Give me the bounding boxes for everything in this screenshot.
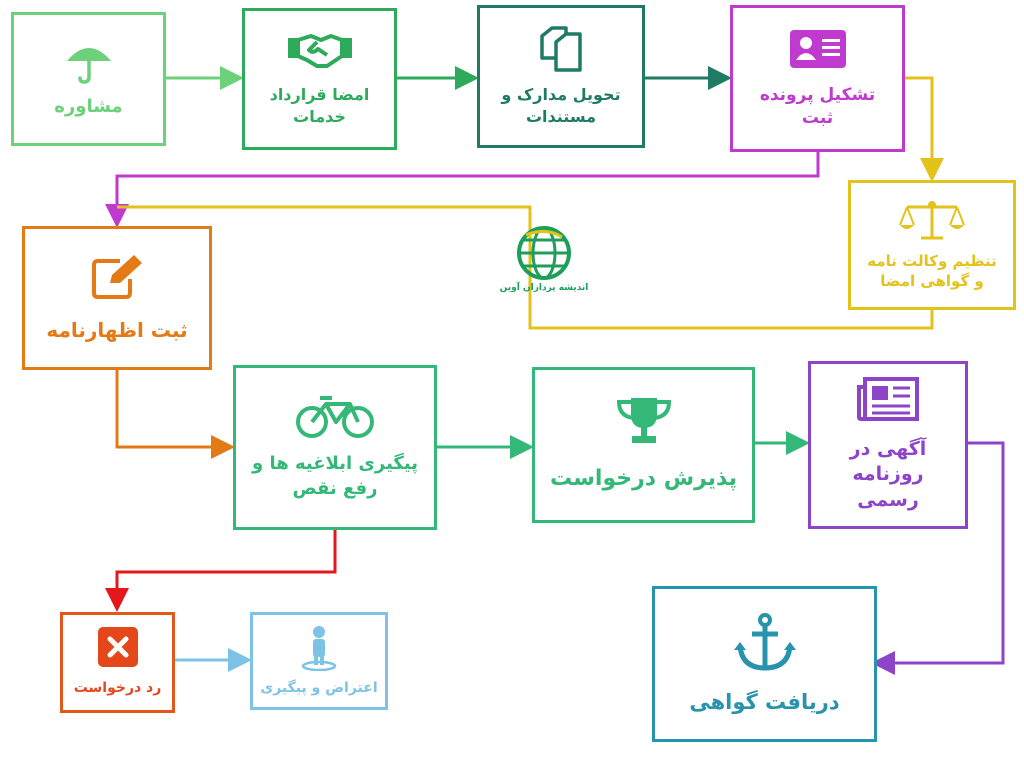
link-file-declaration — [105, 152, 820, 228]
logo: اندیشه پردازان آوین — [494, 225, 594, 305]
node-consult[interactable]: مشاوره — [11, 12, 166, 146]
node-power-label: تنظیم وکالت نامه و گواهی امضا — [867, 251, 997, 290]
bicycle-icon — [296, 396, 374, 439]
node-objection-label: اعتراض و پیگیری — [260, 679, 378, 696]
balance-scale-icon — [899, 200, 965, 240]
node-contract[interactable]: امضا قرارداد خدمات — [242, 8, 397, 150]
edit-icon — [92, 254, 142, 299]
copy-documents-icon — [540, 26, 582, 72]
newspaper-icon — [857, 376, 919, 421]
close-icon — [97, 627, 138, 668]
link-gazette-certificate — [871, 441, 1005, 675]
trophy-icon — [616, 398, 671, 444]
globe-logo-icon — [517, 226, 571, 280]
node-consult-label: مشاوره — [54, 95, 123, 117]
node-documents-label: تحویل مدارک و مستندات — [501, 84, 621, 126]
node-contract-label: امضا قرارداد خدمات — [269, 85, 370, 126]
node-file-label: تشکیل پرونده ثبت — [759, 84, 876, 128]
link-declaration-followup — [115, 370, 235, 459]
link-file-power — [905, 76, 944, 182]
id-card-icon — [789, 29, 846, 68]
node-file[interactable]: تشکیل پرونده ثبت — [730, 5, 905, 152]
node-declaration[interactable]: ثبت اظهارنامه — [22, 226, 212, 370]
node-power[interactable]: تنظیم وکالت نامه و گواهی امضا — [848, 180, 1016, 310]
node-documents[interactable]: تحویل مدارک و مستندات — [477, 5, 645, 148]
handshake-icon — [287, 34, 352, 69]
logo-caption: اندیشه پردازان آوین — [499, 283, 589, 293]
node-gazette-label: آگهی در روزنامه رسمی — [849, 437, 927, 511]
node-certificate[interactable]: دریافت گواهی — [652, 586, 877, 742]
node-followup[interactable]: پیگیری ابلاغیه ها و رفع نقص — [233, 365, 437, 530]
person-icon — [301, 625, 337, 671]
anchor-icon — [733, 612, 796, 671]
node-certificate-label: دریافت گواهی — [689, 689, 840, 714]
link-power-declaration — [117, 205, 934, 330]
node-followup-label: پیگیری ابلاغیه ها و رفع نقص — [252, 453, 418, 499]
node-accept[interactable]: پذیرش درخواست — [532, 367, 755, 523]
node-reject[interactable]: رد درخواست — [60, 612, 175, 713]
node-declaration-label: ثبت اظهارنامه — [46, 317, 188, 342]
link-followup-reject — [105, 530, 337, 612]
node-gazette[interactable]: آگهی در روزنامه رسمی — [808, 361, 968, 529]
umbrella-icon — [66, 47, 111, 84]
node-accept-label: پذیرش درخواست — [550, 466, 737, 492]
node-objection[interactable]: اعتراض و پیگیری — [250, 612, 388, 710]
node-reject-label: رد درخواست — [73, 680, 162, 697]
